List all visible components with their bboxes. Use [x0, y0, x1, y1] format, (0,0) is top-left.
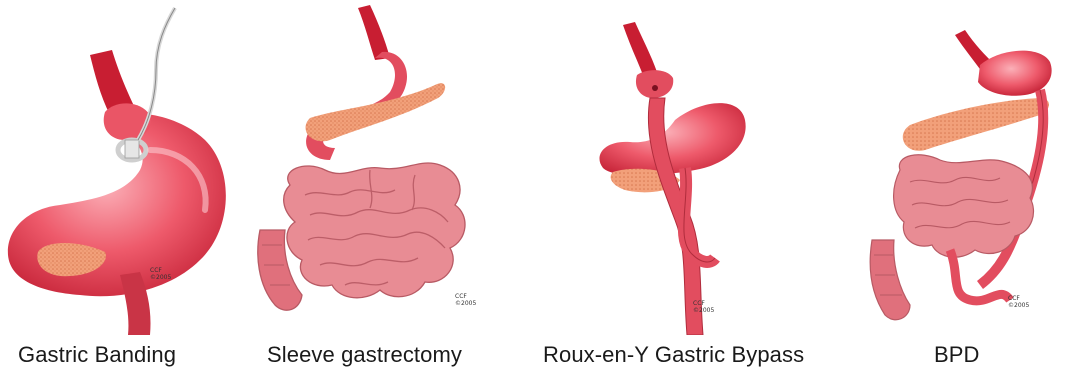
biliopancreatic-limb — [684, 168, 715, 262]
excluded-stomach — [599, 103, 745, 175]
caption-gastric-banding: Gastric Banding — [18, 342, 176, 368]
ccf-year: ©2005 — [1008, 302, 1029, 309]
pancreas — [306, 83, 446, 141]
ccf-year: ©2005 — [150, 274, 171, 281]
small-intestine — [894, 155, 1034, 257]
gastric-banding-illustration: CCF ©2005 — [0, 0, 240, 335]
esophagus — [358, 5, 390, 60]
ccf-mark: CCF — [693, 300, 705, 307]
stomach-remnant — [978, 51, 1052, 96]
esophagus — [623, 22, 657, 75]
caption-sleeve-gastrectomy: Sleeve gastrectomy — [267, 342, 462, 368]
bpd-illustration: CCF ©2005 — [860, 0, 1071, 335]
gastric-pouch — [636, 70, 673, 98]
ccf-mark: CCF — [455, 293, 467, 300]
ccf-mark: CCF — [150, 267, 162, 274]
small-intestine — [284, 163, 465, 298]
pancreas — [903, 98, 1049, 151]
ccf-mark: CCF — [1008, 295, 1020, 302]
caption-roux-en-y: Roux-en-Y Gastric Bypass — [543, 342, 804, 368]
caption-bpd: BPD — [934, 342, 980, 368]
ccf-year: ©2005 — [455, 300, 476, 307]
stomach-body — [8, 113, 226, 296]
colon — [870, 240, 910, 320]
roux-en-y-illustration: CCF ©2005 — [575, 0, 775, 335]
sleeve-gastrectomy-illustration: CCF ©2005 — [250, 0, 500, 335]
ccf-year: ©2005 — [693, 307, 714, 314]
